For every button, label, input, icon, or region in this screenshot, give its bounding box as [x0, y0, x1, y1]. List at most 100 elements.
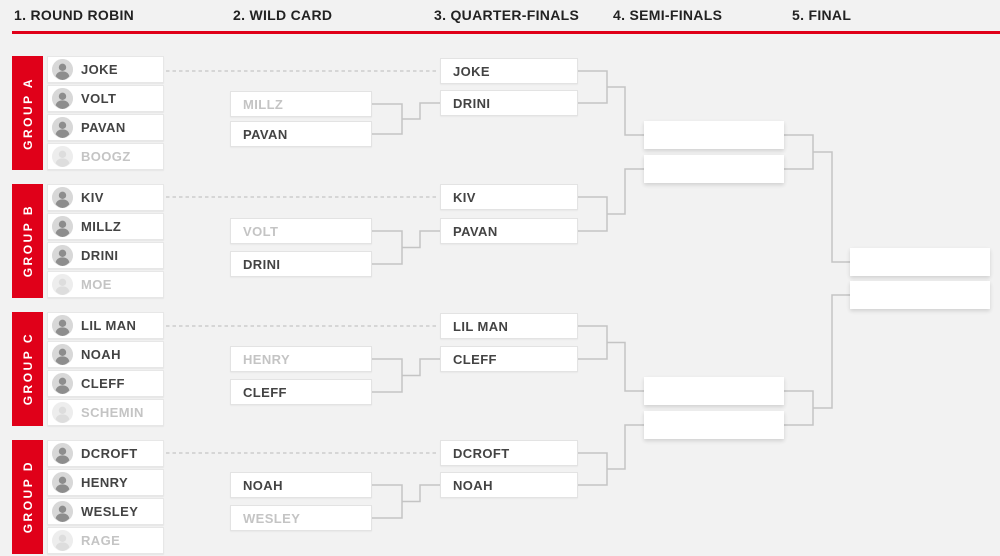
semifinal-2-bottom — [644, 411, 784, 439]
player-name: NOAH — [243, 477, 283, 493]
final-top — [850, 248, 990, 276]
player-name: PAVAN — [243, 126, 288, 142]
player-row-boogz[interactable]: BOOGZ — [47, 143, 164, 170]
player-row-kiv[interactable]: KIV — [47, 184, 164, 211]
player-name: NOAH — [81, 347, 121, 362]
wildcard-1-top[interactable]: MILLZ — [230, 91, 372, 117]
quarterfinal-1-bottom[interactable]: DRINI — [440, 90, 578, 116]
group-b-banner: GROUP B — [12, 184, 43, 298]
stage-header-final: 5. FINAL — [792, 7, 852, 23]
quarterfinal-4-top[interactable]: DCROFT — [440, 440, 578, 466]
person-icon — [52, 59, 73, 80]
player-name: DCROFT — [81, 446, 138, 461]
avatar — [52, 472, 73, 493]
person-icon — [52, 216, 73, 237]
stage-divider — [12, 31, 1000, 34]
player-row-henry[interactable]: HENRY — [47, 469, 164, 496]
person-icon — [52, 117, 73, 138]
avatar — [52, 274, 73, 295]
player-row-cleff[interactable]: CLEFF — [47, 370, 164, 397]
person-icon — [52, 187, 73, 208]
avatar — [52, 530, 73, 551]
stage-header-round-robin: 1. ROUND ROBIN — [14, 7, 135, 23]
player-name: MILLZ — [81, 219, 122, 234]
group-c-banner: GROUP C — [12, 312, 43, 426]
quarterfinal-3-bottom[interactable]: CLEFF — [440, 346, 578, 372]
player-name: VOLT — [243, 223, 279, 239]
player-name: DRINI — [453, 95, 491, 111]
person-icon — [52, 344, 73, 365]
player-row-wesley[interactable]: WESLEY — [47, 498, 164, 525]
player-row-schemin[interactable]: SCHEMIN — [47, 399, 164, 426]
wildcard-4-bottom[interactable]: WESLEY — [230, 505, 372, 531]
group-a-banner: GROUP A — [12, 56, 43, 170]
quarterfinal-3-top[interactable]: LIL MAN — [440, 313, 578, 339]
player-row-noah[interactable]: NOAH — [47, 341, 164, 368]
player-name: CLEFF — [453, 351, 497, 367]
semifinal-1-top — [644, 121, 784, 149]
wildcard-1-bottom[interactable]: PAVAN — [230, 121, 372, 147]
person-icon — [52, 530, 73, 551]
semifinal-1-bottom — [644, 155, 784, 183]
player-name: PAVAN — [453, 223, 498, 239]
person-icon — [52, 472, 73, 493]
person-icon — [52, 402, 73, 423]
final-bottom — [850, 281, 990, 309]
player-name: RAGE — [81, 533, 121, 548]
player-name: WESLEY — [81, 504, 139, 519]
player-name: JOKE — [453, 63, 491, 79]
player-name: KIV — [81, 190, 104, 205]
player-row-joke[interactable]: JOKE — [47, 56, 164, 83]
stage-header-semi-finals: 4. SEMI-FINALS — [613, 7, 723, 23]
group-d-banner: GROUP D — [12, 440, 43, 554]
player-row-pavan[interactable]: PAVAN — [47, 114, 164, 141]
player-name: HENRY — [243, 351, 291, 367]
avatar — [52, 117, 73, 138]
avatar — [52, 402, 73, 423]
person-icon — [52, 373, 73, 394]
group-d-label: GROUP D — [20, 460, 35, 534]
quarterfinal-2-bottom[interactable]: PAVAN — [440, 218, 578, 244]
player-row-dcroft[interactable]: DCROFT — [47, 440, 164, 467]
player-row-millz[interactable]: MILLZ — [47, 213, 164, 240]
wildcard-2-bottom[interactable]: DRINI — [230, 251, 372, 277]
quarterfinal-4-bottom[interactable]: NOAH — [440, 472, 578, 498]
wildcard-3-bottom[interactable]: CLEFF — [230, 379, 372, 405]
player-name: MILLZ — [243, 96, 284, 112]
player-row-lil-man[interactable]: LIL MAN — [47, 312, 164, 339]
player-row-drini[interactable]: DRINI — [47, 242, 164, 269]
player-name: PAVAN — [81, 120, 126, 135]
player-row-moe[interactable]: MOE — [47, 271, 164, 298]
player-name: NOAH — [453, 477, 493, 493]
player-name: HENRY — [81, 475, 129, 490]
avatar — [52, 373, 73, 394]
player-name: BOOGZ — [81, 149, 131, 164]
wildcard-4-top[interactable]: NOAH — [230, 472, 372, 498]
player-name: LIL MAN — [453, 318, 509, 334]
player-name: MOE — [81, 277, 112, 292]
avatar — [52, 315, 73, 336]
person-icon — [52, 88, 73, 109]
player-name: CLEFF — [81, 376, 125, 391]
player-row-rage[interactable]: RAGE — [47, 527, 164, 554]
avatar — [52, 501, 73, 522]
stage-header-quarter-finals: 3. QUARTER-FINALS — [434, 7, 580, 23]
player-name: DRINI — [243, 256, 281, 272]
quarterfinal-1-top[interactable]: JOKE — [440, 58, 578, 84]
avatar — [52, 187, 73, 208]
avatar — [52, 59, 73, 80]
quarterfinal-2-top[interactable]: KIV — [440, 184, 578, 210]
player-name: DRINI — [81, 248, 119, 263]
person-icon — [52, 146, 73, 167]
player-name: WESLEY — [243, 510, 301, 526]
player-name: KIV — [453, 189, 476, 205]
avatar — [52, 216, 73, 237]
player-row-volt[interactable]: VOLT — [47, 85, 164, 112]
player-name: SCHEMIN — [81, 405, 144, 420]
wildcard-3-top[interactable]: HENRY — [230, 346, 372, 372]
person-icon — [52, 315, 73, 336]
wildcard-2-top[interactable]: VOLT — [230, 218, 372, 244]
avatar — [52, 146, 73, 167]
